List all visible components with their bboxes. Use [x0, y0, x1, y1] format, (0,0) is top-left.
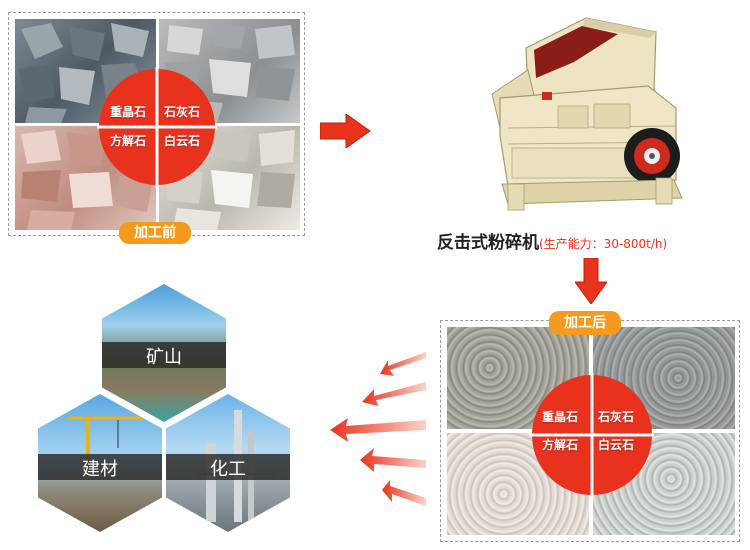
calcite-raw-image — [15, 126, 156, 230]
impact-crusher-machine-image — [491, 17, 683, 211]
after-label-dolomite: 白云石 — [598, 438, 635, 452]
right-arrow-icon — [320, 114, 371, 148]
chemical-label-bar — [166, 454, 290, 480]
building-label-bar — [38, 454, 162, 480]
mine-hexagon: 矿山 — [102, 284, 226, 422]
building-label: 建材 — [82, 459, 118, 480]
after-label-barite: 重晶石 — [542, 410, 579, 424]
machine-name: 反击式粉碎机 — [437, 233, 539, 253]
chemical-hexagon: 化工 — [166, 394, 290, 532]
before-processing-panel: 重晶石 石灰石 方解石 白云石 加工前 — [8, 12, 305, 244]
before-badge: 加工前 — [119, 222, 191, 244]
before-label-dolomite: 白云石 — [164, 134, 201, 148]
building-materials-hexagon: 建材 — [38, 394, 162, 532]
before-label-barite: 重晶石 — [110, 105, 147, 119]
after-badge: 加工后 — [549, 311, 621, 335]
fan-arrows-icon — [330, 352, 426, 506]
before-label-calcite: 方解石 — [110, 134, 147, 148]
before-label-limestone: 石灰石 — [164, 105, 201, 119]
mine-label-bar — [102, 342, 226, 368]
after-label-limestone: 石灰石 — [598, 410, 635, 424]
after-processing-panel: 重晶石 石灰石 方解石 白云石 加工后 — [440, 311, 740, 542]
mine-label: 矿山 — [146, 347, 182, 368]
before-center-circle — [97, 67, 217, 187]
after-center-circle — [530, 373, 654, 497]
down-arrow-icon — [575, 258, 607, 304]
after-label-calcite: 方解石 — [542, 438, 579, 452]
chemical-label: 化工 — [210, 459, 246, 480]
machine-capacity: (生产能力：30-800t/h) — [539, 237, 668, 251]
machine-caption: 反击式粉碎机(生产能力：30-800t/h) — [437, 228, 737, 253]
